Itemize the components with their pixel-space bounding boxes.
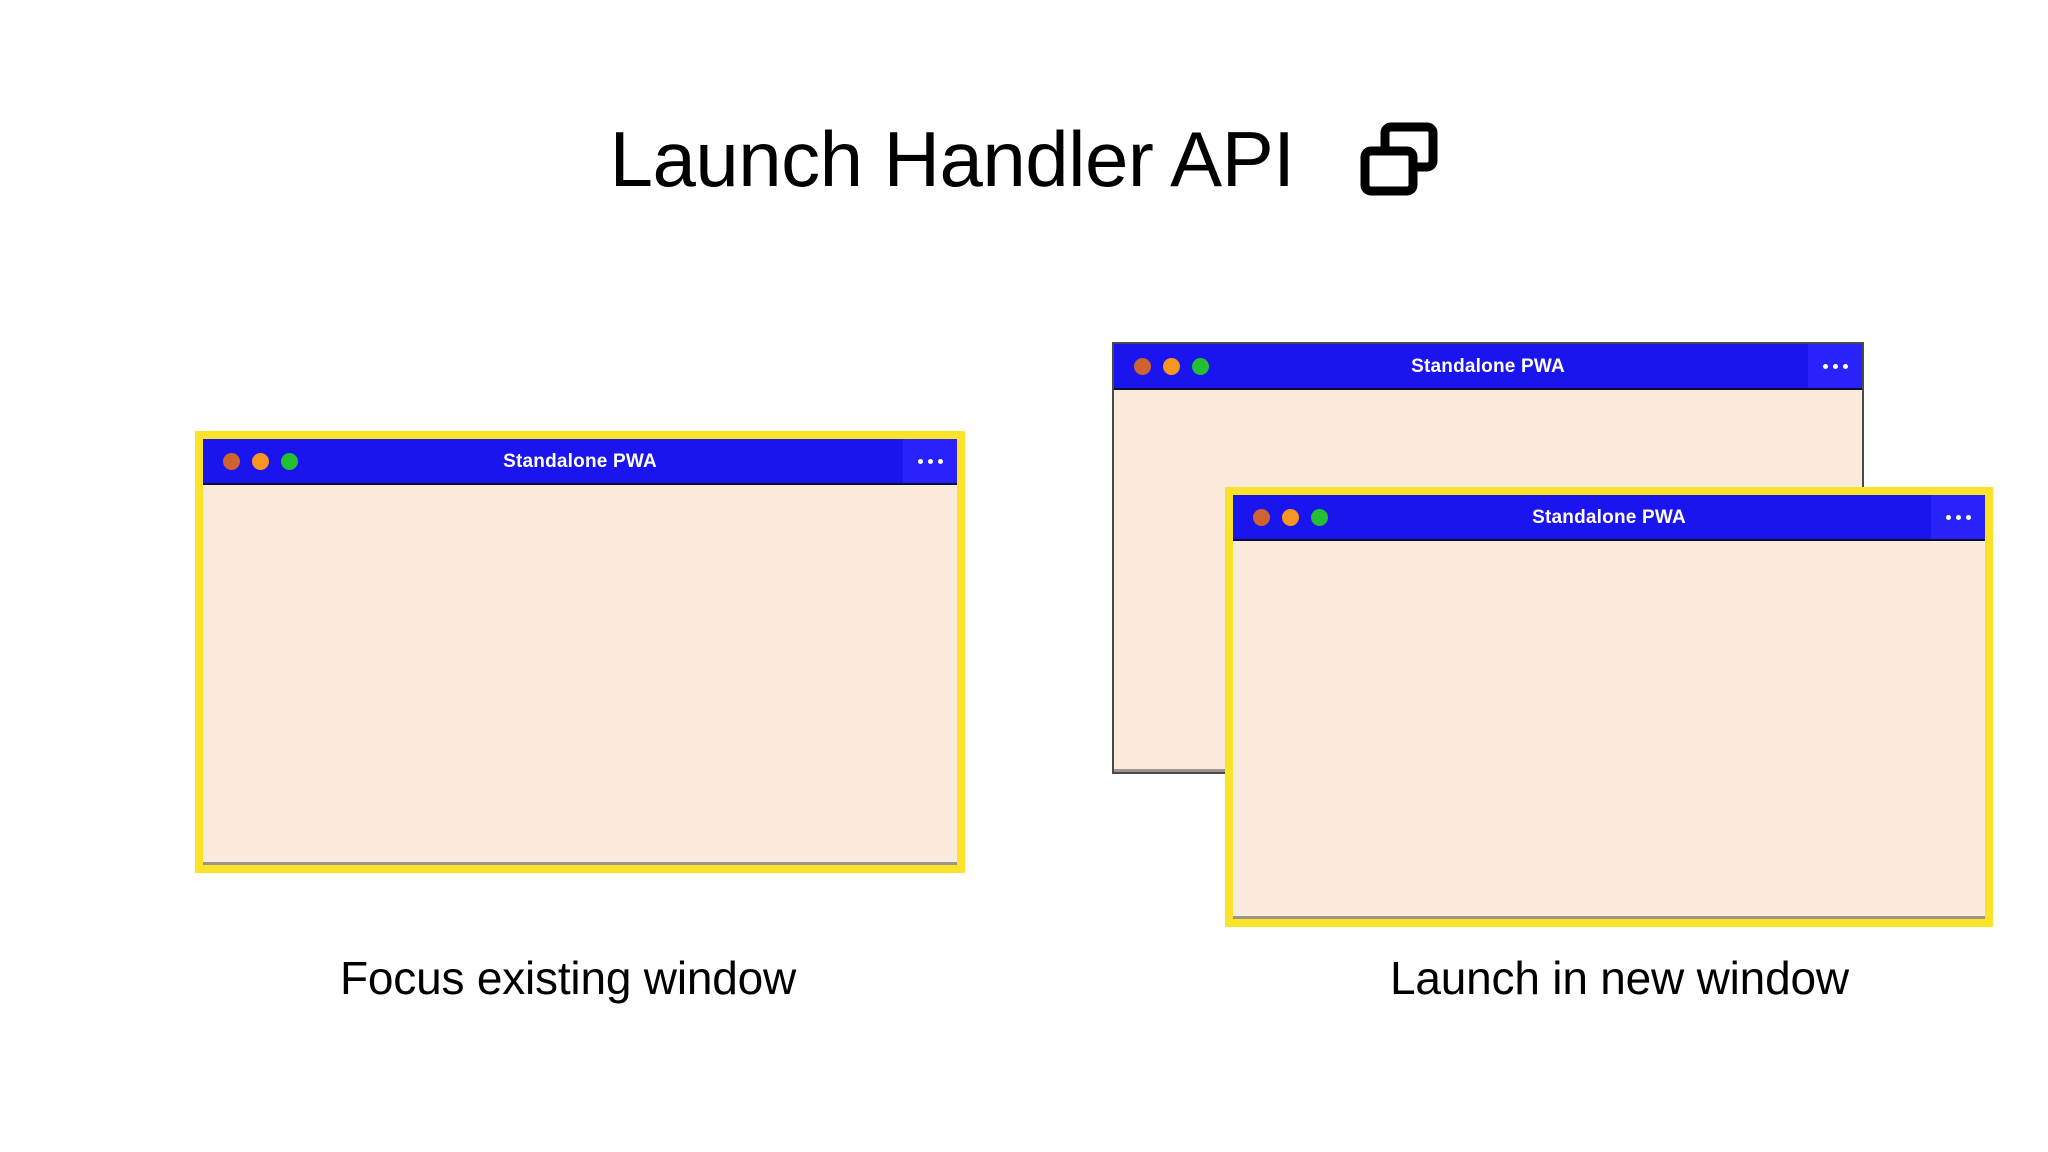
maximize-dot[interactable] [1311,508,1328,526]
minimize-dot[interactable] [1163,357,1180,375]
close-dot[interactable] [1253,508,1270,526]
menu-dot-1 [1822,363,1828,369]
menu-dot-2 [1832,363,1838,369]
menu-dot-3 [937,458,943,464]
menu-dot-3 [1965,514,1971,520]
window-title: Standalone PWA [1411,355,1565,377]
window-content-area[interactable] [203,485,957,862]
close-dot[interactable] [223,452,240,470]
window-titlebar[interactable]: Standalone PWA [203,439,957,485]
menu-dot-2 [1955,514,1961,520]
overflow-menu-icon[interactable] [1808,344,1862,388]
menu-dot-1 [917,458,923,464]
traffic-light-group [1134,344,1209,388]
overflow-menu-icon[interactable] [903,439,957,483]
window-body: Standalone PWA [1233,495,1985,919]
windows-overlap-icon [1360,122,1438,196]
menu-dot-3 [1842,363,1848,369]
caption-launch-in-new-window: Launch in new window [1390,952,1849,1004]
maximize-dot[interactable] [281,452,298,470]
close-dot[interactable] [1134,357,1151,375]
minimize-dot[interactable] [1282,508,1299,526]
window-titlebar[interactable]: Standalone PWA [1233,495,1985,541]
page-title: Launch Handler API [609,115,1295,203]
caption-focus-existing-window: Focus existing window [340,952,797,1004]
window-title: Standalone PWA [1532,506,1686,528]
window-focus-existing[interactable]: Standalone PWA [196,432,964,872]
traffic-light-group [1253,495,1328,539]
window-title: Standalone PWA [503,450,657,472]
menu-dot-1 [1945,514,1951,520]
slide-header: Launch Handler API [0,120,2048,198]
minimize-dot[interactable] [252,452,269,470]
traffic-light-group [223,439,298,483]
menu-dot-2 [927,458,933,464]
overflow-menu-icon[interactable] [1931,495,1985,539]
window-body: Standalone PWA [203,439,957,865]
maximize-dot[interactable] [1192,357,1209,375]
window-launch-new[interactable]: Standalone PWA [1226,488,1992,926]
window-content-area[interactable] [1233,541,1985,916]
window-titlebar[interactable]: Standalone PWA [1114,344,1862,390]
